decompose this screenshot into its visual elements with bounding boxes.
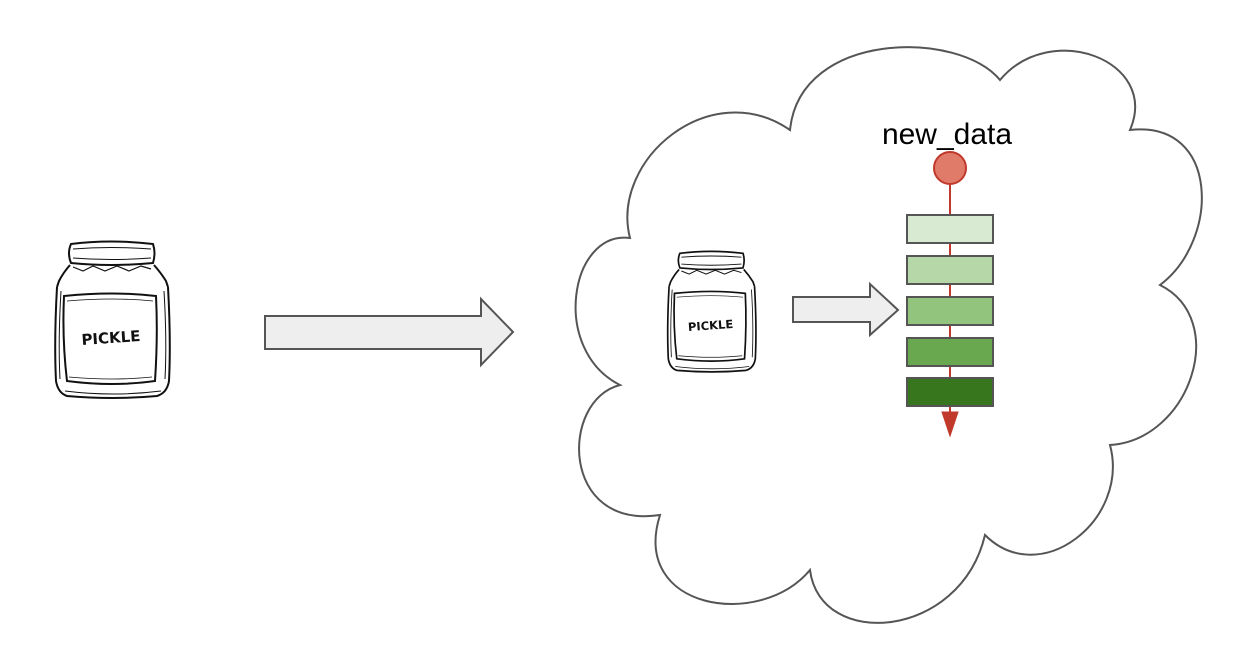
pipeline-layer-2 <box>906 255 994 285</box>
input-node <box>933 151 967 185</box>
down-arrowhead-icon <box>941 411 959 438</box>
pipeline-layer-3 <box>906 296 994 326</box>
cloud-icon <box>574 46 1203 624</box>
right-arrow-icon <box>264 296 515 368</box>
pipeline-layer-1 <box>906 214 994 244</box>
jar-label: PICKLE <box>687 317 733 334</box>
pickle-jar-icon: PICKLE <box>666 250 757 373</box>
pipeline-layer-5 <box>906 377 994 407</box>
pipeline: new_data <box>882 118 1012 438</box>
jar-label: PICKLE <box>81 327 141 349</box>
pipeline-layer-4 <box>906 337 994 367</box>
pickle-jar-icon: PICKLE <box>54 240 171 399</box>
input-node-label: new_data <box>882 118 1012 151</box>
right-arrow-icon <box>792 281 900 338</box>
